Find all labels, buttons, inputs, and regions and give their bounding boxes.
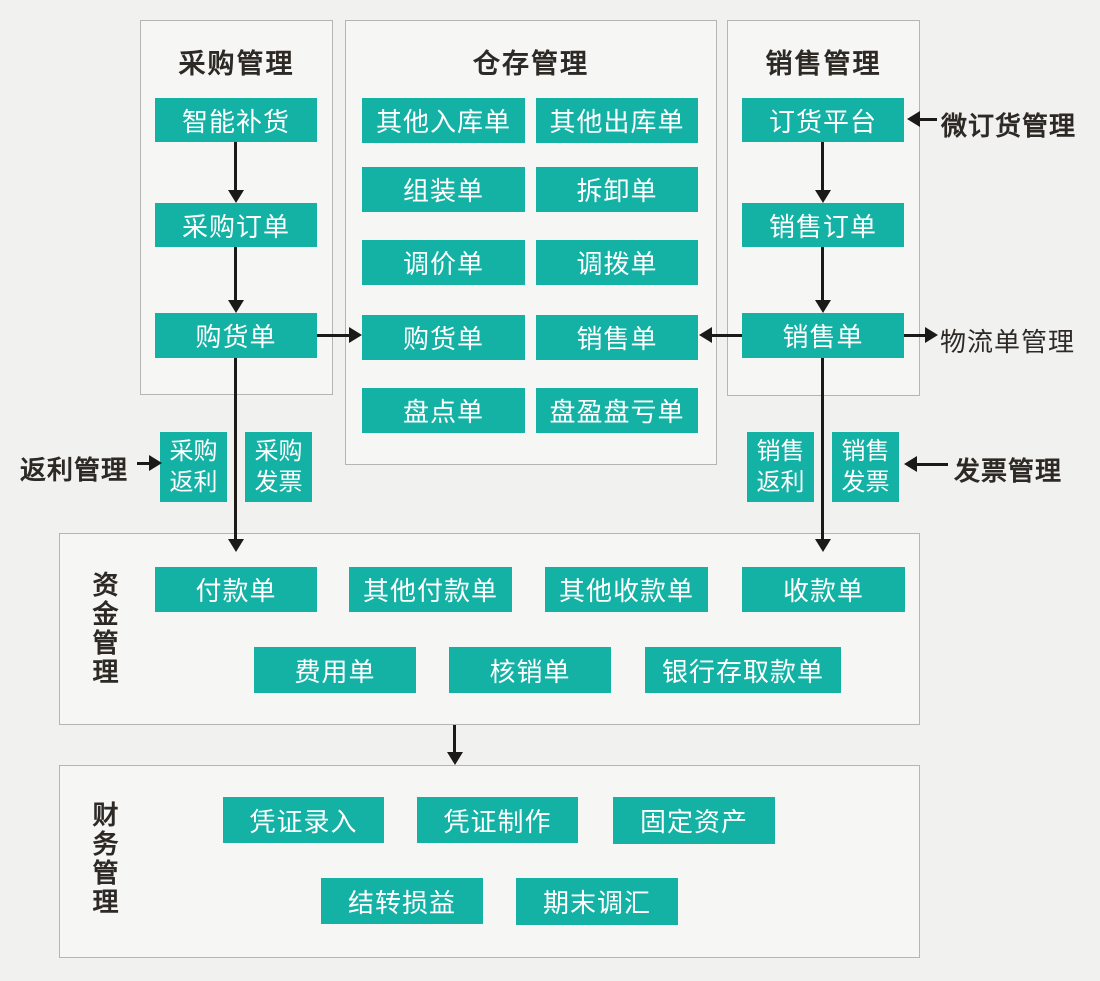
arrow-salesbill-to-warehouse-head bbox=[699, 327, 712, 343]
arrow-bill-to-warehouse-line bbox=[317, 334, 350, 337]
arrow-microorder-to-platform-head bbox=[907, 111, 920, 127]
arrow-platform-to-salesorder-line bbox=[821, 142, 824, 191]
arrow-bill-to-payment-line bbox=[234, 358, 237, 540]
node-reprice: 调价单 bbox=[362, 240, 525, 285]
finance-panel-title: 财务管理 bbox=[89, 801, 119, 917]
node-transfer: 调拨单 bbox=[536, 240, 698, 285]
arrow-invoice-to-salesinvoice-head bbox=[904, 456, 917, 472]
node-assembly: 组装单 bbox=[362, 167, 525, 212]
finance-panel bbox=[59, 765, 920, 958]
arrow-bill-to-payment-head bbox=[228, 539, 244, 552]
arrow-invoice-to-salesinvoice-line bbox=[917, 463, 948, 466]
arrow-rebate-to-purchaserebate-head bbox=[149, 455, 162, 471]
arrow-platform-to-salesorder-head bbox=[815, 190, 831, 203]
node-purchase-bill: 购货单 bbox=[155, 313, 317, 358]
node-smart-replenish: 智能补货 bbox=[155, 98, 317, 142]
node-other-inbound: 其他入库单 bbox=[362, 98, 525, 143]
arrow-order-to-bill-head bbox=[228, 300, 244, 313]
node-bank-deposit-withdraw-bill: 银行存取款单 bbox=[645, 647, 841, 693]
node-purchase-invoice: 采购发票 bbox=[245, 432, 312, 502]
arrow-replenish-to-order-head bbox=[228, 190, 244, 203]
node-voucher-make: 凭证制作 bbox=[417, 797, 578, 843]
node-receipt-bill: 收款单 bbox=[742, 567, 905, 612]
arrow-funds-to-finance-head bbox=[447, 752, 463, 765]
arrow-bill-to-warehouse-head bbox=[349, 327, 362, 343]
sales-panel-title: 销售管理 bbox=[765, 49, 882, 79]
label-invoice-management: 发票管理 bbox=[954, 456, 1063, 486]
arrow-salesbill-to-logistics-line bbox=[904, 334, 926, 337]
arrow-salesorder-to-salesbill-head bbox=[815, 300, 831, 313]
node-other-payment-bill: 其他付款单 bbox=[349, 567, 512, 612]
label-logistics-management: 物流单管理 bbox=[940, 327, 1076, 357]
node-expense-bill: 费用单 bbox=[254, 647, 416, 693]
node-disassembly: 拆卸单 bbox=[536, 167, 698, 212]
node-sales-rebate: 销售返利 bbox=[747, 432, 814, 502]
arrow-order-to-bill-line bbox=[234, 247, 237, 301]
node-fx-adjustment: 期末调汇 bbox=[516, 878, 678, 925]
node-other-receipt-bill: 其他收款单 bbox=[545, 567, 708, 612]
arrow-salesbill-to-receipt-head bbox=[815, 539, 831, 552]
purchase-panel-title: 采购管理 bbox=[178, 49, 295, 79]
node-purchase-order: 采购订单 bbox=[155, 203, 317, 247]
node-sales-invoice: 销售发票 bbox=[832, 432, 899, 502]
arrow-funds-to-finance-line bbox=[453, 725, 456, 753]
warehouse-panel-title: 仓存管理 bbox=[473, 49, 589, 79]
node-purchase-rebate: 采购返利 bbox=[160, 432, 227, 502]
node-warehouse-purchase-bill: 购货单 bbox=[362, 315, 525, 360]
node-profit-loss-carryover: 结转损益 bbox=[321, 878, 483, 924]
node-writeoff-bill: 核销单 bbox=[449, 647, 611, 693]
arrow-salesbill-to-receipt-line bbox=[821, 358, 824, 540]
node-surplus-loss: 盘盈盘亏单 bbox=[536, 388, 698, 433]
funds-panel bbox=[59, 533, 920, 725]
arrow-salesbill-to-logistics-head bbox=[925, 327, 938, 343]
node-sales-bill: 销售单 bbox=[742, 313, 904, 358]
arrow-microorder-to-platform-line bbox=[920, 118, 937, 121]
node-warehouse-sales-bill: 销售单 bbox=[536, 315, 698, 360]
arrow-salesorder-to-salesbill-line bbox=[821, 247, 824, 301]
node-sales-order: 销售订单 bbox=[742, 203, 904, 247]
node-payment-bill: 付款单 bbox=[155, 567, 317, 612]
node-order-platform: 订货平台 bbox=[742, 98, 904, 142]
arrow-salesbill-to-warehouse-line bbox=[712, 334, 742, 337]
funds-panel-title: 资金管理 bbox=[89, 571, 119, 687]
label-rebate-management: 返利管理 bbox=[20, 455, 129, 485]
arrow-rebate-to-purchaserebate-line bbox=[137, 462, 150, 465]
node-voucher-entry: 凭证录入 bbox=[223, 797, 384, 843]
arrow-replenish-to-order-line bbox=[234, 142, 237, 191]
node-stocktake: 盘点单 bbox=[362, 388, 525, 433]
node-other-outbound: 其他出库单 bbox=[536, 98, 698, 143]
node-fixed-assets: 固定资产 bbox=[613, 797, 775, 844]
label-micro-order-management: 微订货管理 bbox=[941, 111, 1077, 141]
